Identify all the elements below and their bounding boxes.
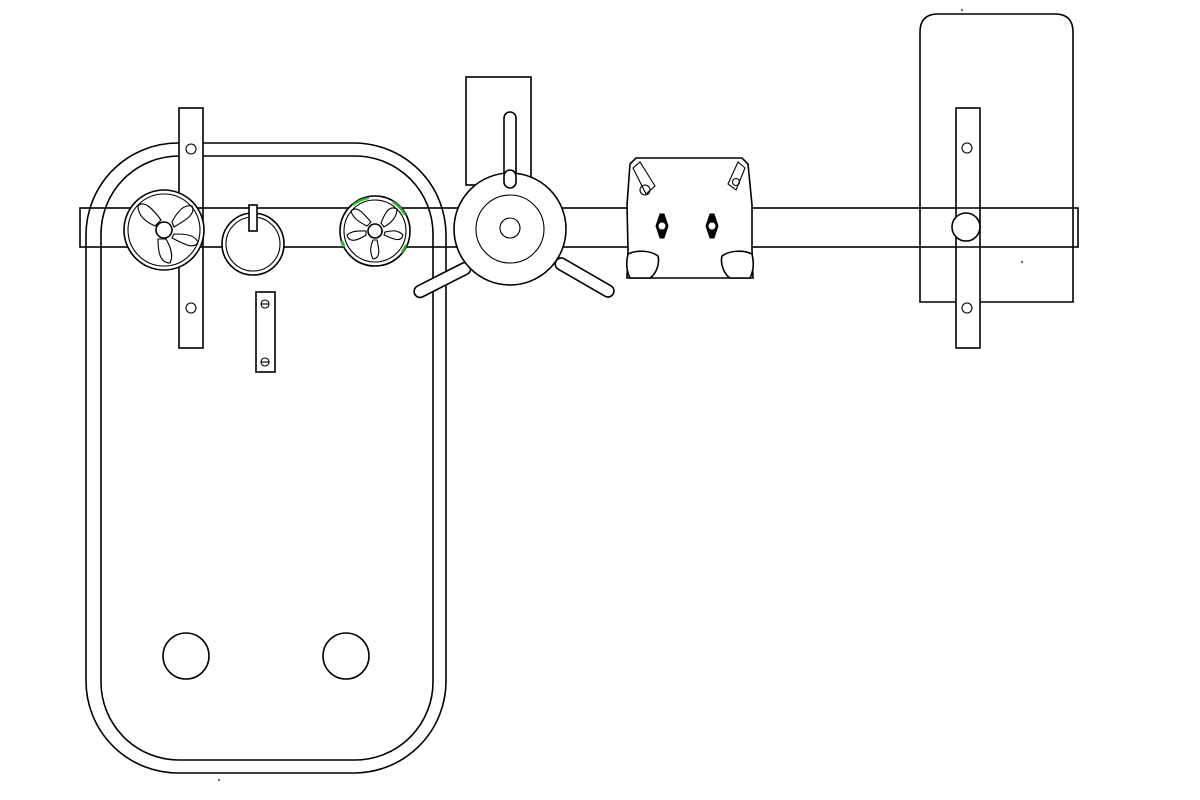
horizontal-rail <box>79 207 1079 248</box>
clamp-head-knob-right <box>705 213 719 239</box>
conveyor-loop <box>85 142 447 774</box>
spoked-wheel-right-highlight <box>340 196 408 253</box>
main-drive-wheel-outer <box>453 172 567 286</box>
tension-arm <box>465 76 532 187</box>
guide-rail-right-pivot <box>951 212 981 242</box>
small-bracket-plate <box>255 291 276 373</box>
small-bracket <box>255 291 276 373</box>
spoked-wheel-right-rim-inner <box>343 199 407 263</box>
clamp-head-foot-right <box>720 250 755 279</box>
main-drive-wheel <box>413 169 615 299</box>
conveyor-outer-belt <box>85 142 447 774</box>
guide-rail-right-hole-bottom <box>961 302 973 314</box>
spoked-wheel-right <box>339 195 411 267</box>
spoked-wheel-left-blades <box>137 203 199 264</box>
main-drive-wheel-arm-right <box>554 257 615 298</box>
bottom-roller-left <box>162 632 210 680</box>
main-drive-wheel-hub <box>499 217 521 239</box>
clamp-head-latch-left-pin <box>639 184 651 196</box>
right-housing-outline <box>919 13 1074 303</box>
bottom-roller-right <box>322 632 370 680</box>
main-drive-wheel-slot-stub <box>503 169 517 189</box>
clamp-head-latch-right-pin <box>731 177 741 187</box>
guide-rail-left-hole-bottom <box>185 302 197 314</box>
stray-dot <box>1021 261 1023 263</box>
stray-dots <box>218 9 1023 781</box>
clamp-head-foot-left <box>625 250 660 279</box>
clamp-head-body <box>626 157 754 279</box>
guide-rail-left-hole-top <box>185 143 197 155</box>
stray-dot <box>218 779 220 781</box>
spoked-wheel-right-hub <box>367 223 383 239</box>
clamp-head-knob-left <box>655 213 669 239</box>
ring-sensor-pin <box>248 204 258 232</box>
spoked-wheel-right-blades <box>346 207 404 260</box>
spoked-wheel-left-rim-inner <box>127 193 201 267</box>
main-drive-wheel-ring <box>475 194 545 264</box>
guide-rail-right-hole-top <box>961 142 973 154</box>
clamp-head-latch-left <box>632 161 656 195</box>
ring-sensor <box>221 204 285 276</box>
guide-rail-right <box>951 107 981 349</box>
right-housing <box>919 13 1074 303</box>
spoked-wheel-left <box>123 189 205 271</box>
main-drive-wheel-arm-left <box>413 261 472 299</box>
clamp-head <box>625 157 755 279</box>
spoked-wheel-left-hub <box>155 221 173 239</box>
conveyor-inner-belt <box>100 155 434 761</box>
tension-arm-frame <box>465 76 532 186</box>
stray-dot <box>961 9 963 11</box>
